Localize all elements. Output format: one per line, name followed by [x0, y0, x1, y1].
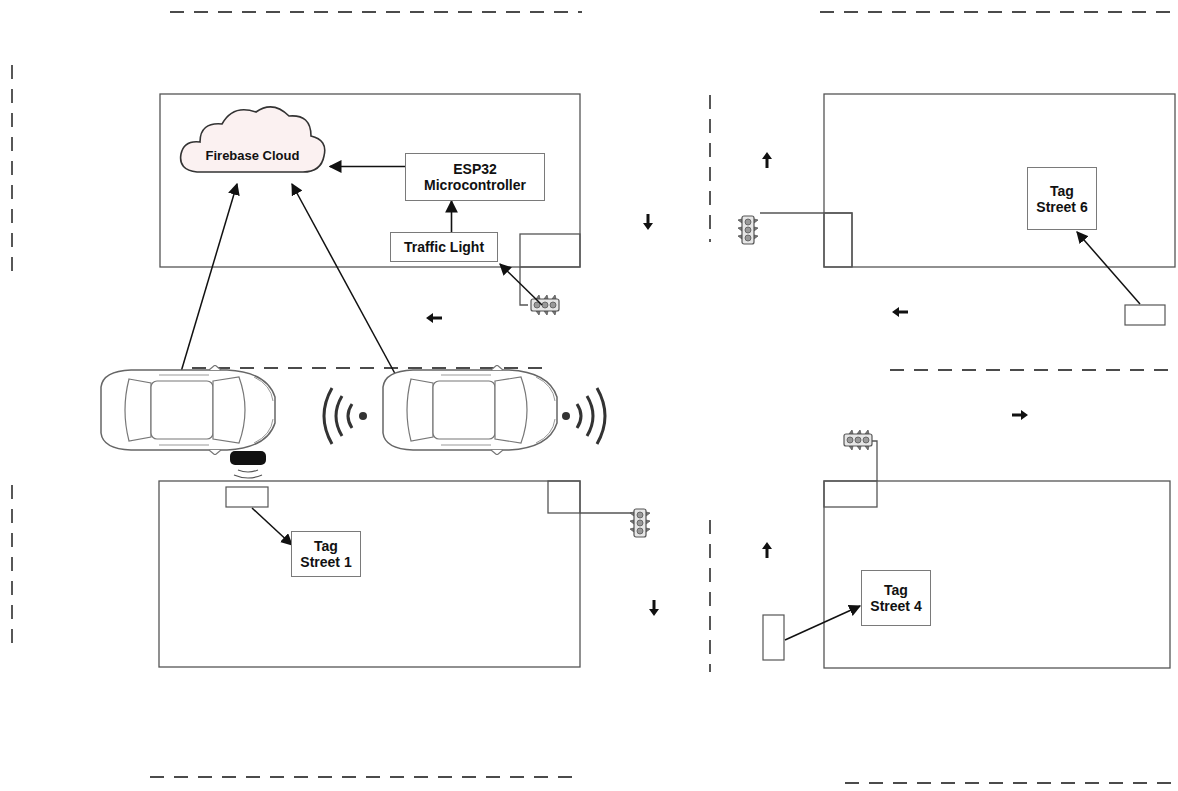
- signal-wires: [520, 213, 877, 513]
- connector-arrow: [330, 166, 405, 168]
- wireless-waves: [324, 388, 605, 444]
- cloud-service: Firebase Cloud: [175, 100, 330, 180]
- tag-box: Tag Street 6: [1027, 167, 1097, 230]
- node-label: Tag Street 4: [867, 582, 925, 614]
- node-label: Tag Street 6: [1033, 183, 1091, 215]
- rfid-reader: [230, 451, 266, 465]
- lane-markings: [12, 12, 1176, 783]
- node-label: Tag Street 1: [297, 538, 355, 570]
- leader-arrows: [175, 184, 1140, 640]
- component-box: Traffic Light: [390, 232, 498, 262]
- node-label: ESP32 Microcontroller: [411, 161, 539, 193]
- city-blocks: [159, 94, 1175, 668]
- connector-arrow: [451, 201, 453, 232]
- node-label: Traffic Light: [404, 239, 484, 255]
- tag-box: Tag Street 4: [861, 570, 931, 626]
- vehicles: [101, 365, 557, 478]
- cloud-outline: [175, 100, 330, 180]
- node-label: Firebase Cloud: [206, 148, 300, 164]
- controller-box: ESP32 Microcontroller: [405, 153, 545, 201]
- traffic-light-icons: [531, 216, 872, 537]
- tag-box: Tag Street 1: [291, 531, 361, 577]
- rfid-tag-devices: [226, 305, 1165, 660]
